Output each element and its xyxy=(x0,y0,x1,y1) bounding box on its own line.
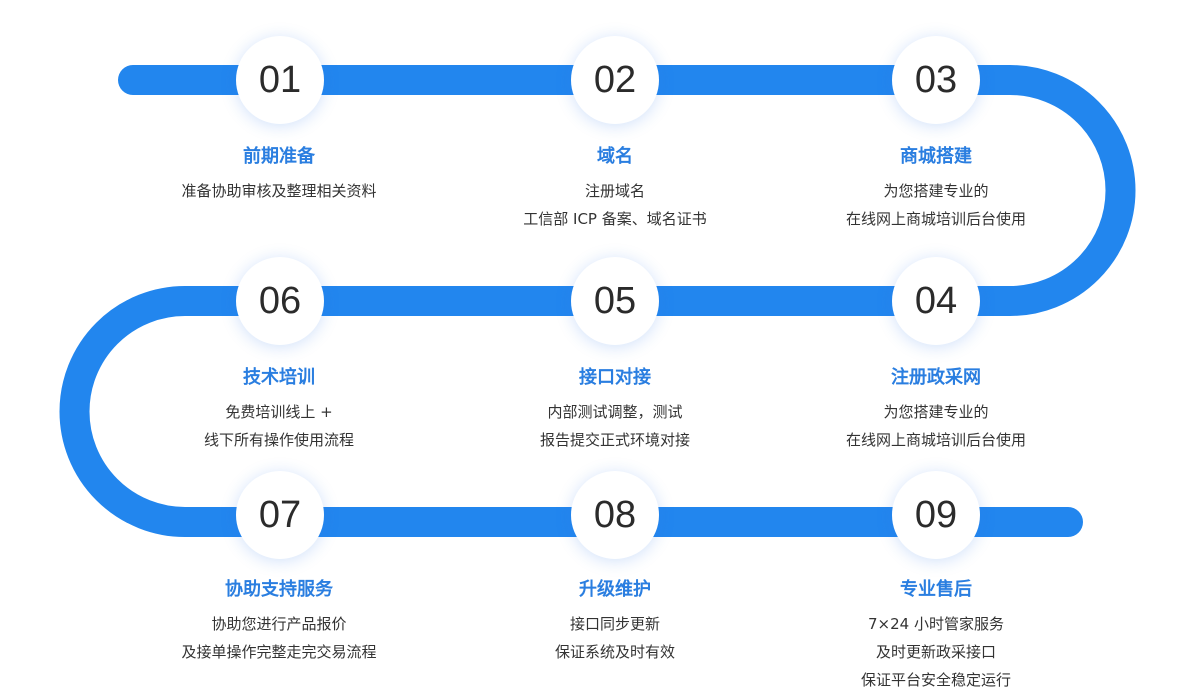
step-09-line-3: 保证平台安全稳定运行 xyxy=(860,671,1011,689)
step-03-text: 商城搭建 为您搭建专业的 在线网上商城培训后台使用 xyxy=(786,145,1086,233)
step-08-text: 升级维护 接口同步更新 保证系统及时有效 xyxy=(465,578,765,666)
step-08-title: 升级维护 xyxy=(579,579,651,600)
step-07-text: 协助支持服务 协助您进行产品报价 及接单操作完整走完交易流程 xyxy=(129,578,429,666)
step-09-line-1: 7×24 小时管家服务 xyxy=(868,615,1004,633)
step-number-01: 01 xyxy=(236,36,324,124)
step-04-line-1: 为您搭建专业的 xyxy=(883,403,989,421)
step-05-title: 接口对接 xyxy=(579,367,651,388)
step-03-line-1: 为您搭建专业的 xyxy=(883,182,989,200)
step-03-line-2: 在线网上商城培训后台使用 xyxy=(845,210,1026,228)
step-09-line-2: 及时更新政采接口 xyxy=(875,643,996,661)
step-05-line-2: 报告提交正式环境对接 xyxy=(539,431,690,449)
step-06-text: 技术培训 免费培训线上 + 线下所有操作使用流程 xyxy=(129,366,429,454)
step-09-text: 专业售后 7×24 小时管家服务 及时更新政采接口 保证平台安全稳定运行 xyxy=(786,578,1086,694)
step-01-text: 前期准备 准备协助审核及整理相关资料 xyxy=(129,145,429,205)
step-number-07: 07 xyxy=(236,471,324,559)
step-number-06: 06 xyxy=(236,257,324,345)
step-04-line-2: 在线网上商城培训后台使用 xyxy=(845,431,1026,449)
step-02-title: 域名 xyxy=(597,146,633,167)
step-number-02: 02 xyxy=(571,36,659,124)
step-06-line-1: 免费培训线上 + xyxy=(225,403,333,421)
step-09-title: 专业售后 xyxy=(900,579,972,600)
step-number-09: 09 xyxy=(892,471,980,559)
step-03-title: 商城搭建 xyxy=(900,146,972,167)
step-04-text: 注册政采网 为您搭建专业的 在线网上商城培训后台使用 xyxy=(786,366,1086,454)
step-05-text: 接口对接 内部测试调整，测试 报告提交正式环境对接 xyxy=(465,366,765,454)
step-07-line-2: 及接单操作完整走完交易流程 xyxy=(181,643,377,661)
step-08-line-1: 接口同步更新 xyxy=(569,615,660,633)
step-01-title: 前期准备 xyxy=(243,146,315,167)
step-01-line-1: 准备协助审核及整理相关资料 xyxy=(181,182,377,200)
step-06-title: 技术培训 xyxy=(243,367,315,388)
step-02-text: 域名 注册域名 工信部 ICP 备案、域名证书 xyxy=(465,145,765,233)
step-04-title: 注册政采网 xyxy=(891,367,981,388)
step-07-line-1: 协助您进行产品报价 xyxy=(211,615,347,633)
step-07-title: 协助支持服务 xyxy=(225,579,333,600)
step-number-08: 08 xyxy=(571,471,659,559)
step-number-03: 03 xyxy=(892,36,980,124)
step-02-line-2: 工信部 ICP 备案、域名证书 xyxy=(523,210,707,228)
step-08-line-2: 保证系统及时有效 xyxy=(554,643,675,661)
step-number-05: 05 xyxy=(571,257,659,345)
step-02-line-1: 注册域名 xyxy=(584,182,645,200)
step-06-line-2: 线下所有操作使用流程 xyxy=(203,431,354,449)
step-number-04: 04 xyxy=(892,257,980,345)
step-05-line-1: 内部测试调整，测试 xyxy=(547,403,683,421)
